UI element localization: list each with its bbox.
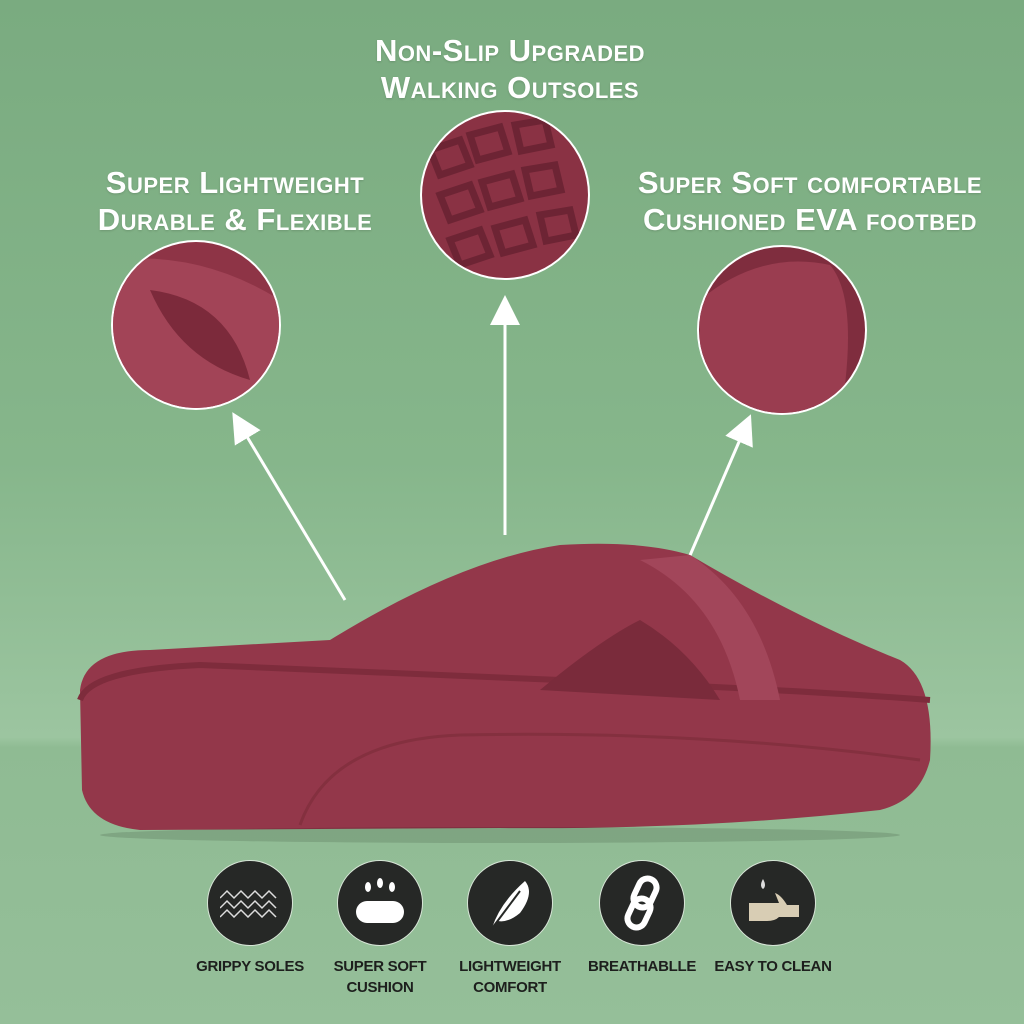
callout-left-line1: Super Lightweight	[105, 165, 365, 200]
detail-circle-outsole	[420, 110, 590, 280]
callout-top: Non-Slip Upgraded Walking Outsoles	[330, 32, 690, 106]
feature-label: SUPER SOFT	[333, 958, 427, 975]
feature-lightweight-comfort: LIGHTWEIGHT COMFORT	[445, 860, 575, 998]
callout-left-line2: Durable & Flexible	[97, 202, 373, 237]
sandal-product	[77, 543, 931, 843]
callout-right: Super Soft comfortable Cushioned EVA foo…	[615, 164, 1005, 238]
feature-label-line2: COMFORT	[473, 979, 547, 996]
callout-left: Super Lightweight Durable & Flexible	[75, 164, 395, 238]
callout-right-line2: Cushioned EVA footbed	[642, 202, 978, 237]
feature-label-line2: CUSHION	[346, 979, 414, 996]
callout-right-line1: Super Soft comfortable	[637, 165, 983, 200]
callout-top-line1: Non-Slip Upgraded	[374, 33, 646, 68]
feature-super-soft-cushion: SUPER SOFT CUSHION	[315, 860, 445, 998]
callout-arrows	[232, 295, 753, 601]
feature-easy-to-clean: EASY TO CLEAN	[708, 860, 838, 977]
feature-label: LIGHTWEIGHT	[459, 958, 561, 975]
feature-breathable: BREATHABLLE	[577, 860, 707, 977]
feature-label: BREATHABLLE	[587, 958, 697, 975]
callout-top-line2: Walking Outsoles	[380, 70, 640, 105]
hand-water-drop-icon	[730, 860, 816, 946]
cushion-icon	[337, 860, 423, 946]
feature-label: GRIPPY SOLES	[196, 958, 304, 975]
detail-circle-strap	[111, 240, 281, 410]
detail-circle-footbed	[697, 245, 867, 415]
feather-icon	[467, 860, 553, 946]
feature-label: EASY TO CLEAN	[714, 958, 832, 975]
chain-link-icon	[599, 860, 685, 946]
zigzag-tread-icon	[207, 860, 293, 946]
feature-grippy-soles: GRIPPY SOLES	[185, 860, 315, 977]
